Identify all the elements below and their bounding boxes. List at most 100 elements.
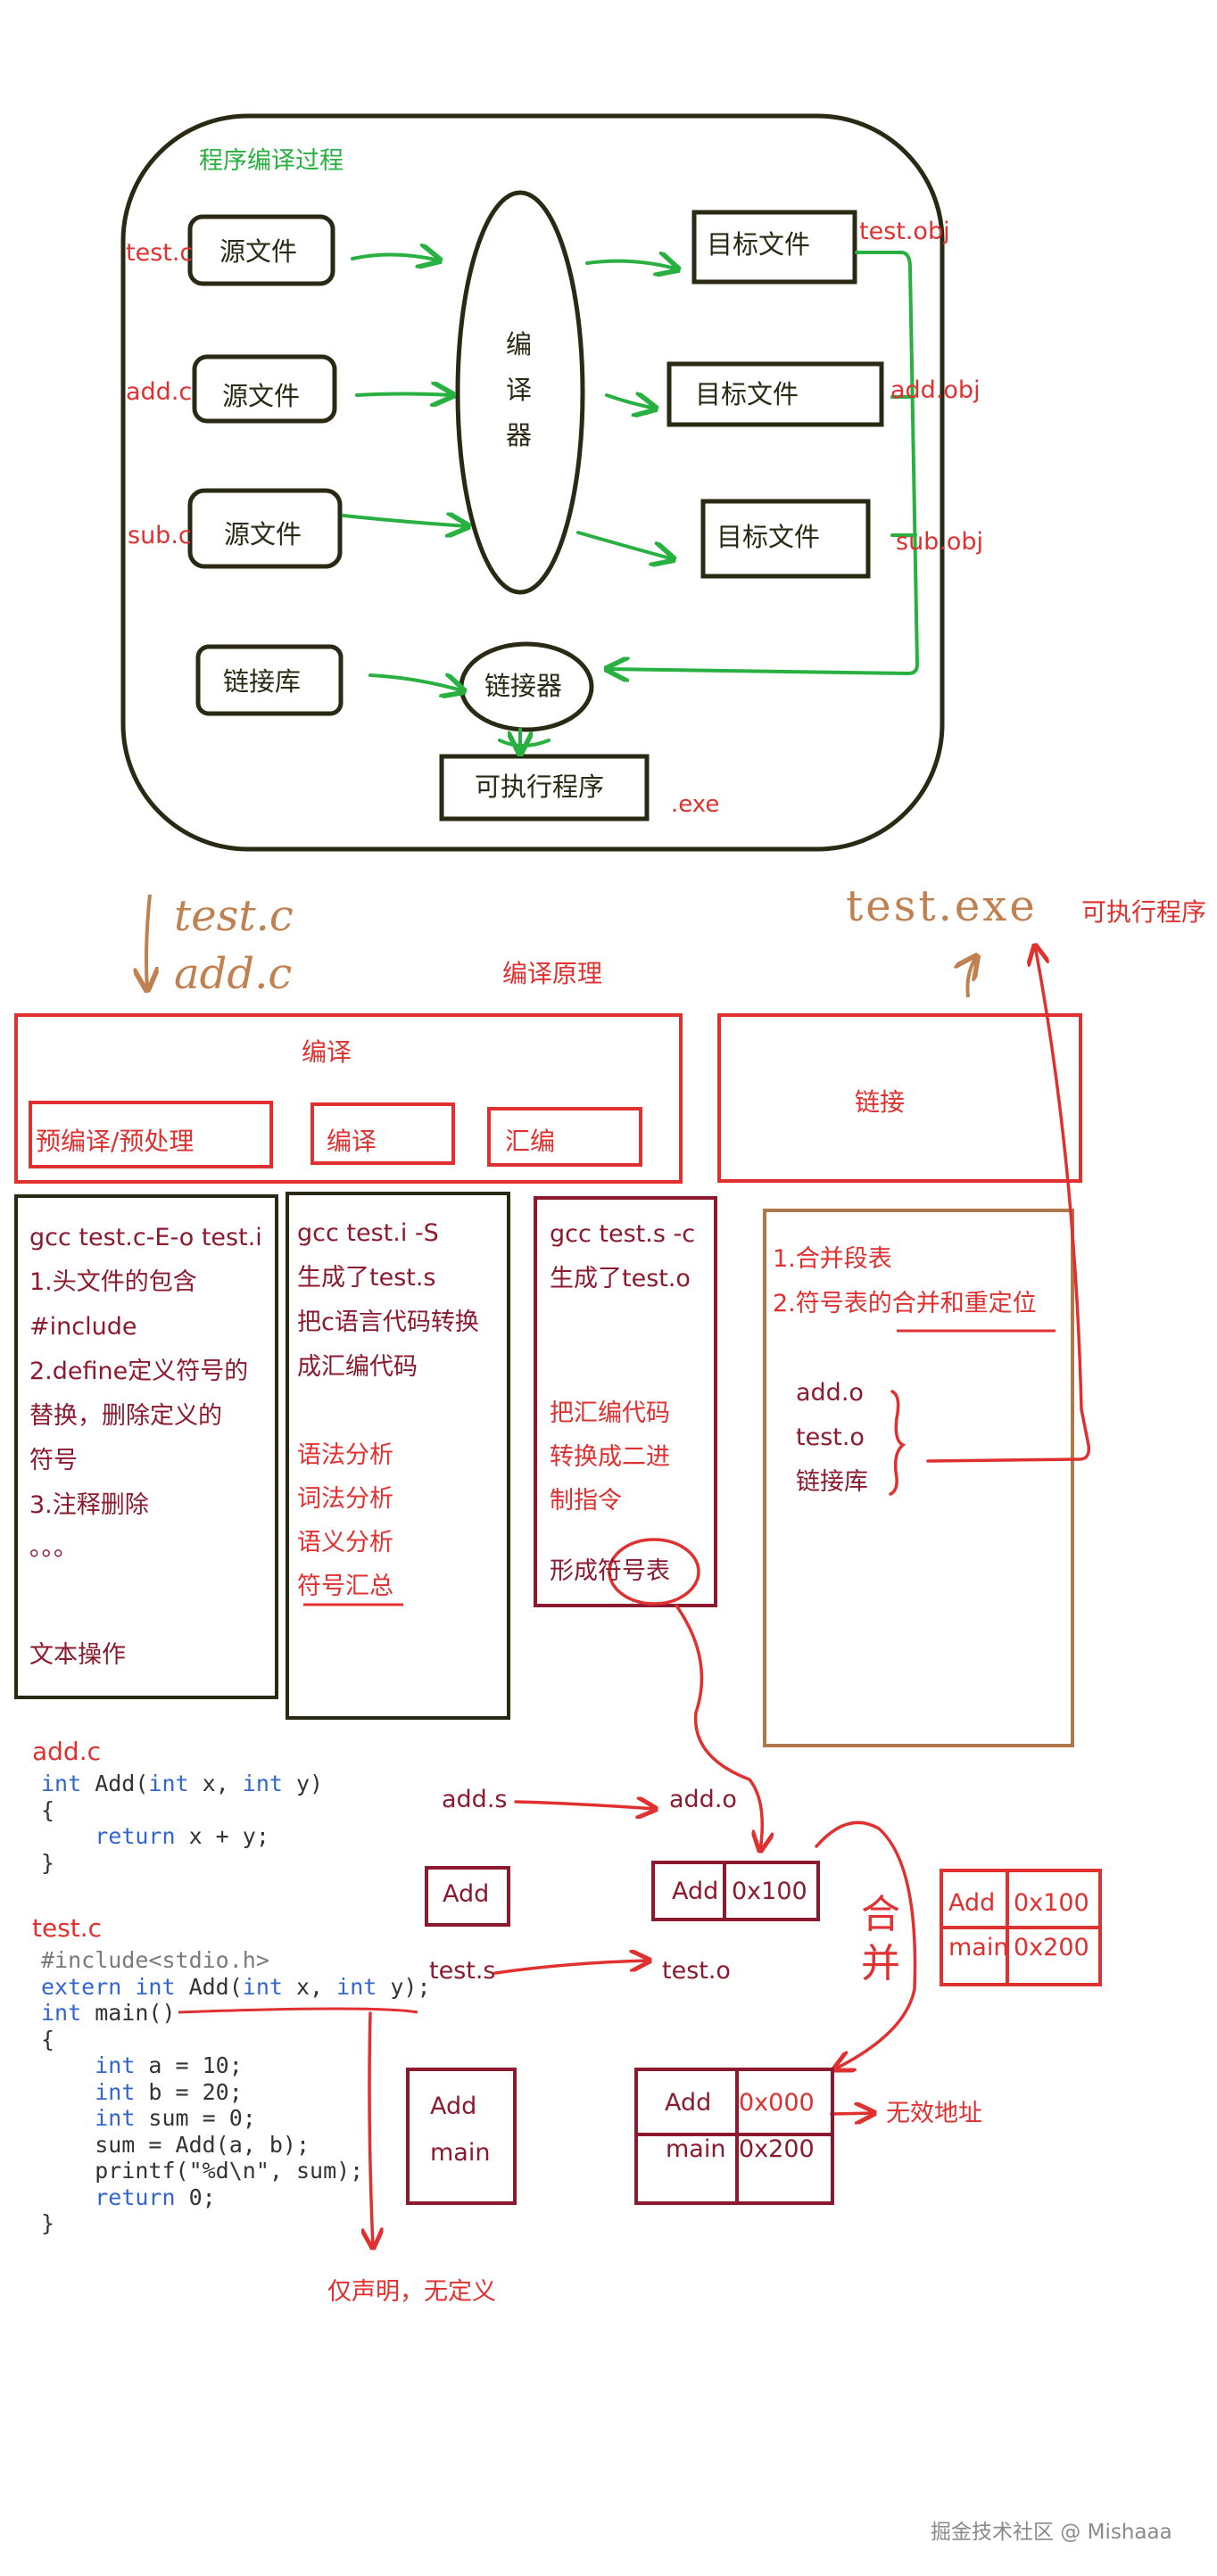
col2-line-2: 生成了test.s bbox=[297, 1264, 436, 1292]
col2-box bbox=[286, 1192, 510, 1720]
merged-name-1: Add bbox=[948, 1889, 996, 1917]
col3-box bbox=[534, 1196, 717, 1607]
compiler-char-1: 编 bbox=[506, 329, 533, 359]
principle-title: 编译原理 bbox=[502, 959, 603, 988]
testo-table-name-2: main bbox=[666, 2135, 726, 2163]
source-box-2 bbox=[192, 354, 337, 424]
col3-desc-3: 制指令 bbox=[550, 1487, 622, 1515]
merged-name-2: main bbox=[948, 1934, 1009, 1961]
target-file-label-1: 目标文件 bbox=[707, 229, 811, 260]
compile-box bbox=[14, 1013, 683, 1184]
col2-analysis-1: 语法分析 bbox=[297, 1441, 393, 1469]
add-s-label: add.s bbox=[442, 1786, 508, 1813]
col2-analysis-2: 词法分析 bbox=[297, 1485, 393, 1513]
col3-desc-2: 转换成二进 bbox=[550, 1443, 670, 1471]
hand-input-1: test.c bbox=[174, 891, 294, 941]
hand-input-2: add.c bbox=[174, 949, 293, 999]
col3-symbol-table: 形成符号表 bbox=[550, 1557, 670, 1585]
arrow-src2-compiler bbox=[355, 394, 453, 396]
add-o-label: add.o bbox=[669, 1786, 737, 1813]
stage-box-compile bbox=[310, 1102, 455, 1165]
col4-step-2: 2.符号表的合并和重定位 bbox=[773, 1290, 1037, 1317]
addo-table-box bbox=[651, 1861, 820, 1921]
addo-addr: 0x100 bbox=[732, 1878, 807, 1905]
invalid-address-label: 无效地址 bbox=[886, 2100, 982, 2127]
decl-only-label: 仅声明，无定义 bbox=[327, 2278, 496, 2306]
add-c-code: int Add(int x, int y) { return x + y; } bbox=[41, 1771, 324, 1876]
add-c-filename: add.c bbox=[32, 1737, 101, 1766]
col4-box bbox=[763, 1209, 1074, 1747]
arrow-compiler-target1 bbox=[585, 261, 678, 269]
link-label: 链接 bbox=[855, 1087, 906, 1117]
add-symbol-box bbox=[425, 1866, 510, 1927]
arrow-src3-compiler bbox=[342, 516, 468, 526]
col3-line-1: gcc test.s -c bbox=[550, 1220, 696, 1248]
arrow-decl-down bbox=[369, 2011, 373, 2248]
col2-analysis-3: 语义分析 bbox=[297, 1529, 393, 1556]
stage-assemble: 汇编 bbox=[505, 1127, 556, 1156]
arrow-symbol-to-addo bbox=[675, 1604, 762, 1851]
arrow-invalid-address bbox=[830, 2113, 874, 2114]
arrow-compiler-target2 bbox=[605, 395, 656, 409]
arrow-src1-compiler bbox=[351, 254, 440, 260]
merged-addr-1: 0x100 bbox=[1014, 1889, 1089, 1917]
col2-line-3: 把c语言代码转换 bbox=[297, 1309, 479, 1336]
col3-line-2: 生成了test.o bbox=[550, 1265, 691, 1292]
test-o-label: test.o bbox=[662, 1957, 731, 1985]
target-box-3 bbox=[700, 499, 871, 579]
col1-line-5: 替换，删除定义的 bbox=[29, 1402, 222, 1430]
test-c-code: #include<stdio.h> extern int Add(int x, … bbox=[41, 1947, 431, 2236]
link-box bbox=[717, 1013, 1082, 1183]
obj-label-sub: sub.obj bbox=[896, 528, 984, 556]
source-box-1 bbox=[187, 214, 335, 286]
arrow-compiler-target3 bbox=[576, 531, 674, 559]
source-box-3 bbox=[187, 488, 343, 569]
arrow-tests-to-testo bbox=[493, 1961, 650, 1975]
arrow-adds-to-addo bbox=[514, 1802, 656, 1809]
testo-symbol-main: main bbox=[430, 2139, 491, 2167]
col1-box bbox=[14, 1194, 278, 1699]
exe-box bbox=[439, 754, 650, 822]
compiler-char-2: 译 bbox=[506, 375, 533, 405]
stage-box-preprocess bbox=[29, 1101, 273, 1168]
hand-arrow-down bbox=[146, 894, 150, 990]
col1-line-2: 1.头文件的包含 bbox=[29, 1268, 197, 1296]
add-symbol: Add bbox=[443, 1880, 490, 1908]
hand-arrow-up bbox=[967, 956, 977, 998]
test-c-filename: test.c bbox=[32, 1913, 103, 1943]
testo-table-name-1: Add bbox=[665, 2089, 712, 2117]
col1-line-6: 符号 bbox=[29, 1447, 78, 1474]
stage-compile: 编译 bbox=[327, 1127, 377, 1156]
col2-analysis-4: 符号汇总 bbox=[297, 1573, 393, 1600]
col1-line-7: 3.注释删除 bbox=[29, 1491, 149, 1519]
arrow-lib-linker bbox=[368, 675, 464, 691]
col4-step-1: 1.合并段表 bbox=[773, 1245, 892, 1273]
col1-line-8: 。。。 bbox=[29, 1534, 78, 1562]
compiler-ellipse bbox=[455, 190, 585, 595]
stage-preprocess: 预编译/预处理 bbox=[36, 1127, 195, 1156]
lib-label: 链接库 bbox=[223, 666, 302, 697]
output-label: 可执行程序 bbox=[1081, 897, 1207, 927]
col1-line-4: 2.define定义符号的 bbox=[29, 1358, 249, 1385]
lib-box bbox=[195, 644, 344, 716]
target-file-label-2: 目标文件 bbox=[695, 379, 799, 409]
target-box-2 bbox=[666, 361, 884, 427]
col4-file-2: test.o bbox=[796, 1424, 865, 1451]
target-box-1 bbox=[691, 210, 857, 285]
compile-label: 编译 bbox=[302, 1037, 352, 1067]
testo-symbol-box bbox=[406, 2068, 517, 2205]
linker-label: 链接器 bbox=[484, 671, 563, 701]
merge-hand-2: 并 bbox=[861, 1941, 900, 1986]
exe-ext-label: .exe bbox=[671, 791, 720, 818]
src-label-test: test.c bbox=[126, 239, 194, 267]
obj-label-test: test.obj bbox=[859, 218, 950, 245]
test-s-label: test.s bbox=[429, 1957, 496, 1985]
source-file-label-2: 源文件 bbox=[222, 381, 301, 411]
col1-line-9: 文本操作 bbox=[29, 1641, 126, 1669]
process-title: 程序编译过程 bbox=[199, 147, 344, 175]
src-label-add: add.c bbox=[126, 378, 193, 406]
hand-output: test.exe bbox=[846, 881, 1038, 931]
process-container bbox=[120, 113, 945, 852]
exe-label: 可执行程序 bbox=[475, 772, 605, 802]
col4-file-1: add.o bbox=[796, 1379, 864, 1407]
